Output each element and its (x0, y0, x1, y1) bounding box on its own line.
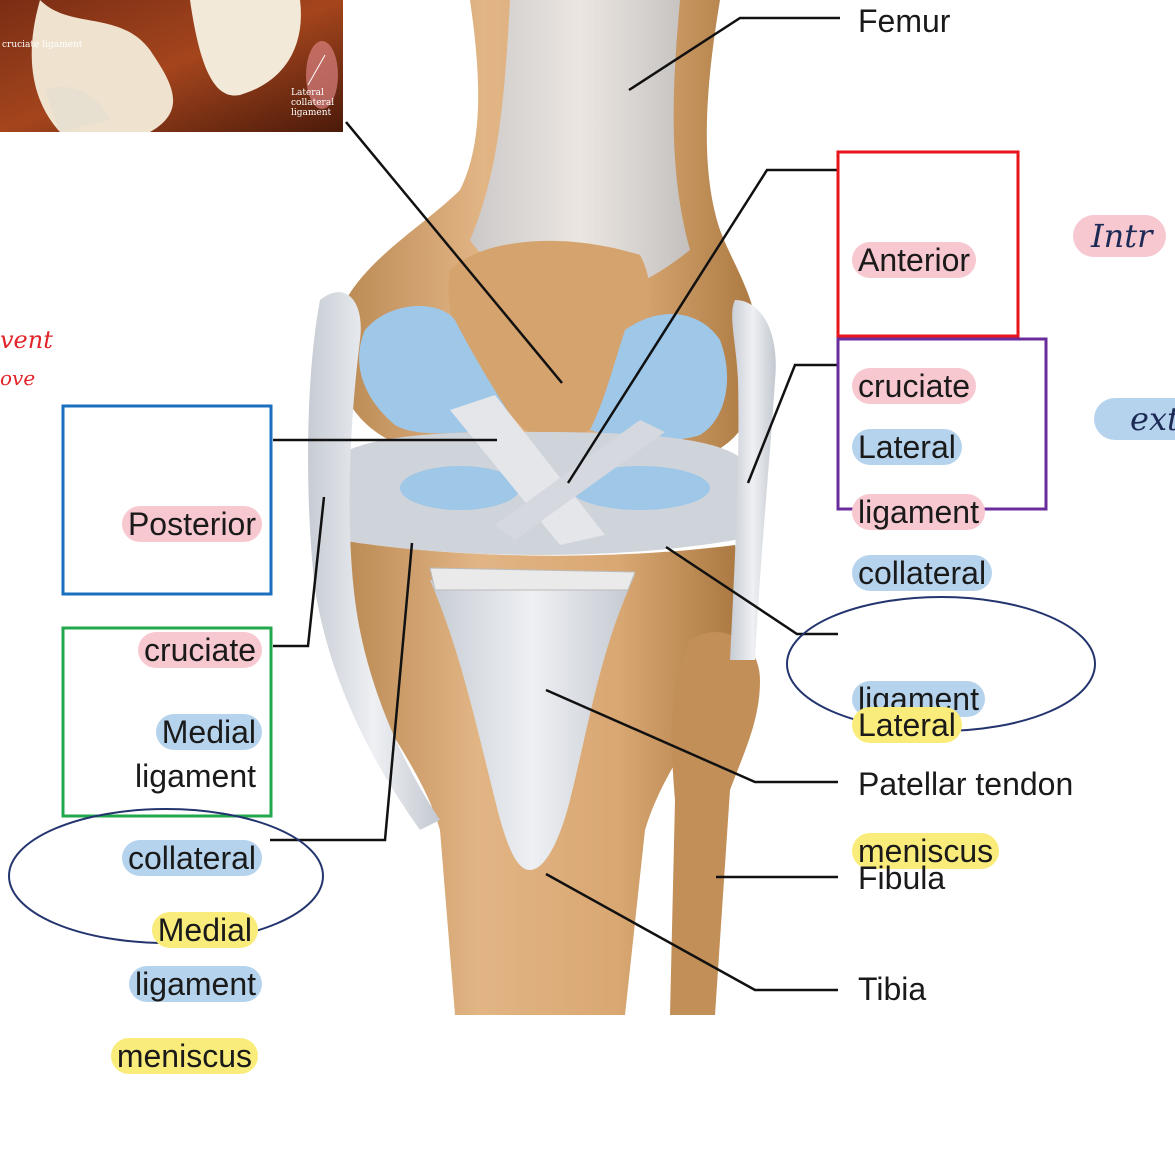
handwritten-extra: extra (1094, 398, 1175, 440)
patellar-tendon-label: Patellar tendon (858, 763, 1073, 805)
knee-anatomy-figure: cruciate ligament Lateral collateral lig… (0, 0, 1175, 1015)
handwritten-left-2: ove (0, 366, 35, 390)
tibia-label: Tibia (858, 968, 926, 1010)
photo-label-lateral-collateral: Lateral collateral ligament (291, 88, 334, 118)
handwritten-intra: Intr (1073, 215, 1166, 257)
femur-label: Femur (858, 0, 950, 42)
handwritten-left-1: vent (0, 326, 53, 354)
medial-meniscus-label: Medial meniscus (58, 825, 258, 1161)
fibula-label: Fibula (858, 857, 945, 899)
fibula-bone (670, 632, 760, 1015)
photo-label-cruciate: cruciate ligament (2, 40, 82, 50)
